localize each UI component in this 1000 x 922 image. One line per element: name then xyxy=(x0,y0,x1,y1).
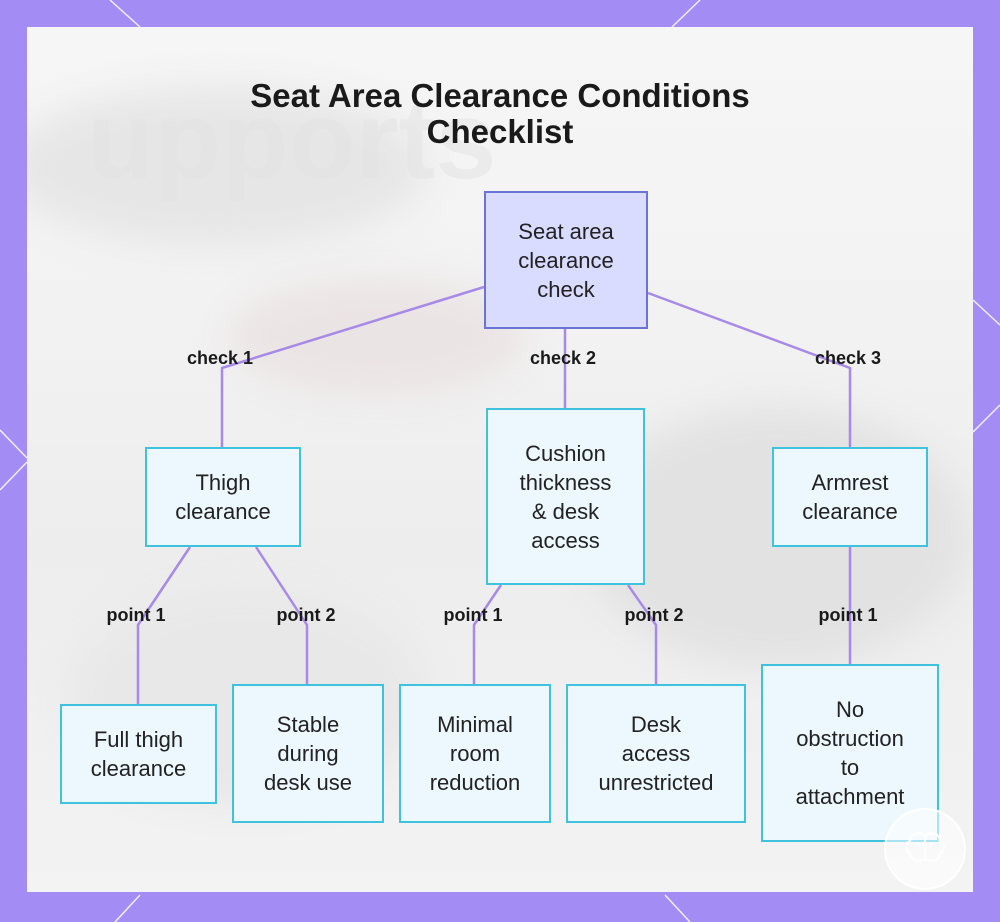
edge-cushion-desk xyxy=(626,584,658,684)
diagram-title: Seat Area Clearance Conditions Checklist xyxy=(0,78,1000,150)
node-desk-access-unrestricted: Desk access unrestricted xyxy=(566,684,746,823)
edge-label-check-3: check 3 xyxy=(814,348,882,368)
edge-root-armrest xyxy=(647,291,852,447)
node-line: No xyxy=(835,697,865,722)
node-line: desk use xyxy=(263,770,353,795)
node-line: obstruction xyxy=(796,726,904,751)
node-line: unrestricted xyxy=(598,770,714,795)
node-line: Cushion xyxy=(525,440,606,466)
node-line: thickness xyxy=(519,469,612,495)
edge-root-thigh xyxy=(220,285,485,447)
edge-label-check-1: check 1 xyxy=(186,348,254,368)
node-line: clearance xyxy=(90,756,187,781)
node-line: clearance xyxy=(518,247,614,273)
brain-logo-icon xyxy=(884,808,966,890)
title-line-1: Seat Area Clearance Conditions xyxy=(250,77,750,114)
node-line: to xyxy=(840,755,860,780)
edge-label-check-2: check 2 xyxy=(529,348,597,368)
node-line: Seat area xyxy=(518,218,614,244)
node-thigh-clearance: Thigh clearance xyxy=(145,447,301,547)
node-line: Thigh xyxy=(195,470,251,495)
edge-label-thigh-point-1: point 1 xyxy=(106,605,166,625)
node-seat-area-clearance-check: Seat area clearance check xyxy=(484,191,648,329)
node-line: access xyxy=(621,741,691,766)
node-full-thigh-clearance: Full thigh clearance xyxy=(60,704,217,804)
node-line: attachment xyxy=(795,784,905,809)
node-minimal-room-reduction: Minimal room reduction xyxy=(399,684,551,823)
node-line: clearance xyxy=(802,499,898,524)
edge-label-thigh-point-2: point 2 xyxy=(276,605,336,625)
node-line: access xyxy=(531,527,600,553)
edge-thigh-stable xyxy=(254,546,309,684)
node-line: during xyxy=(277,741,339,766)
background-ghost-text: upports xyxy=(87,79,497,202)
edge-thigh-full xyxy=(136,546,192,704)
node-armrest-clearance: Armrest clearance xyxy=(772,447,928,547)
node-line: Minimal xyxy=(437,712,513,737)
brain-logo-shape xyxy=(905,832,945,862)
edge-label-cushion-point-1: point 1 xyxy=(443,605,503,625)
background-blur xyxy=(227,277,527,397)
edge-cushion-minimal xyxy=(472,584,503,684)
edge-label-cushion-point-2: point 2 xyxy=(624,605,684,625)
node-line: Stable xyxy=(276,712,340,737)
node-line: Armrest xyxy=(811,470,889,495)
node-line: room xyxy=(449,741,501,766)
background-blur xyxy=(27,87,427,247)
node-cushion-thickness-desk-access: Cushion thickness & desk access xyxy=(486,408,645,585)
node-line: clearance xyxy=(175,499,271,524)
edge-label-armrest-point-1: point 1 xyxy=(818,605,878,625)
title-line-2: Checklist xyxy=(426,113,574,150)
node-stable-during-desk-use: Stable during desk use xyxy=(232,684,384,823)
node-line: check xyxy=(537,276,595,302)
node-line: Full thigh xyxy=(93,727,184,752)
node-line: reduction xyxy=(429,770,521,795)
node-line: Desk xyxy=(630,712,682,737)
node-line: & desk xyxy=(531,498,600,524)
